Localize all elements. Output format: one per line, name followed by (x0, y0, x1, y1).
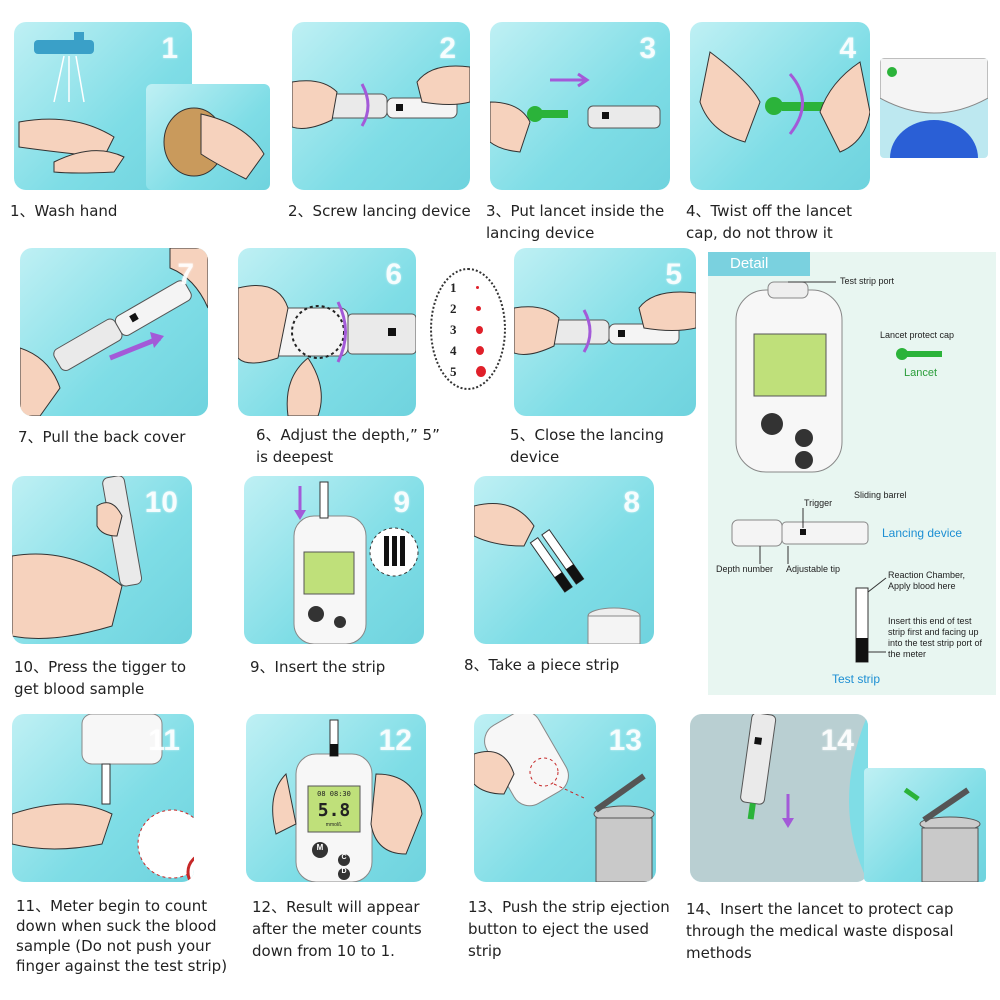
step-14-panel: 14 (690, 714, 868, 882)
step-11-panel: 11 (12, 714, 194, 882)
step-number: 12 (378, 724, 412, 757)
blood-drop-icon (476, 366, 486, 377)
step-number: 6 (385, 258, 402, 291)
meter-d-button[interactable]: D (341, 868, 347, 875)
step-6-panel: 6 (238, 248, 416, 416)
detail-box: Detail Test strip port Lancet protect ca… (708, 252, 996, 695)
step-4-panel: 4 (690, 22, 870, 190)
step-number: 2 (439, 32, 456, 65)
step-number: 5 (665, 258, 682, 291)
dispose-lancet-illustration (690, 714, 868, 882)
waste-bin-illustration (903, 787, 981, 882)
step-7-panel: 7 (20, 248, 208, 416)
blood-drop-icon (476, 326, 483, 334)
step-11-caption: 11、Meter begin to count down when suck t… (16, 897, 228, 975)
blood-drop-icon (476, 306, 481, 311)
meter-c-button[interactable]: C (341, 854, 347, 861)
insert-end-label: Insert this end of test strip first and … (888, 616, 983, 659)
step-number: 1 (161, 32, 178, 65)
depth-5: 5 (450, 364, 457, 379)
meter-m-button[interactable]: M (316, 843, 324, 852)
apply-blood-illustration (12, 714, 194, 882)
insert-strip-illustration (293, 481, 419, 644)
step-number: 9 (393, 486, 410, 519)
twist-lancet-cap-illustration (699, 51, 870, 153)
depth-1: 1 (450, 280, 457, 295)
depth-scale: 1 2 3 4 5 (430, 268, 506, 390)
step-3-panel: 3 (490, 22, 670, 190)
step-13-panel: 13 (474, 714, 656, 882)
step-4-detail-panel (880, 58, 988, 158)
eject-strip-illustration (474, 714, 655, 882)
step-1-dry-panel (146, 84, 270, 190)
press-trigger-illustration (12, 476, 143, 639)
step-number: 7 (177, 258, 194, 291)
adjustable-tip-label: Adjustable tip (786, 564, 841, 574)
detail-tab: Detail (708, 252, 810, 276)
step-5-caption: 5、Close the lancing device (510, 426, 664, 466)
meter-result-illustration (272, 719, 423, 882)
pull-back-cover-illustration (20, 248, 208, 416)
step-9-caption: 9、Insert the strip (250, 658, 386, 676)
lancet-protect-cap-label: Lancet protect cap (880, 330, 955, 340)
detail-illustration (731, 281, 942, 663)
lancet-label: Lancet (904, 367, 938, 379)
insert-lancet-illustration (490, 72, 661, 153)
step-10-caption: 10、Press the tigger to get blood sample (14, 658, 187, 698)
step-10-panel: 10 (12, 476, 192, 644)
step-number: 4 (839, 32, 856, 65)
step-6-caption: 6、Adjust the depth,” 5” is deepest (256, 426, 440, 466)
depth-4: 4 (450, 343, 457, 358)
step-12-panel: 08 08:30 5.8 mmol/L M C D 12 (246, 714, 426, 882)
step-number: 8 (623, 486, 640, 519)
step-1-caption: 1、Wash hand (10, 202, 118, 220)
step-2-caption: 2、Screw lancing device (288, 202, 471, 220)
step-number: 10 (144, 486, 178, 519)
screw-lancing-device-illustration (292, 65, 470, 129)
test-strip-label: Test strip (832, 672, 881, 686)
meter-unit: mmol/L (325, 822, 343, 828)
adjust-depth-illustration (238, 285, 416, 416)
sliding-barrel-label: Sliding barrel (854, 490, 907, 500)
step-8-caption: 8、Take a piece strip (464, 656, 620, 674)
step-14-caption: 14、Insert the lancet to protect cap thro… (686, 900, 954, 962)
step-4-caption: 4、Twist off the lancet cap, do not throw… (686, 202, 853, 242)
wash-hands-illustration (18, 32, 125, 174)
take-strip-illustration (474, 503, 641, 644)
depth-2: 2 (450, 301, 457, 316)
lancet-cap-detail-illustration (880, 58, 988, 158)
close-lancing-device-illustration (514, 291, 696, 355)
step-9-panel: 9 (244, 476, 424, 644)
lancing-device-label: Lancing device (882, 526, 963, 540)
step-number: 3 (639, 32, 656, 65)
step-14-bin-panel (864, 768, 986, 882)
depth-number-label: Depth number (716, 564, 774, 574)
step-8-panel: 8 (474, 476, 654, 644)
step-12-caption: 12、Result will appear after the meter co… (252, 898, 422, 960)
meter-time: 08 08:30 (317, 790, 351, 798)
step-5-panel: 5 (514, 248, 696, 416)
step-2-panel: 2 (292, 22, 470, 190)
step-7-caption: 7、Pull the back cover (18, 428, 186, 446)
test-strip-port-label: Test strip port (840, 276, 895, 286)
trigger-label: Trigger (804, 498, 833, 508)
depth-3: 3 (450, 322, 457, 337)
step-number: 14 (820, 724, 854, 757)
step-13-caption: 13、Push the strip ejection button to eje… (468, 898, 670, 960)
step-number: 11 (148, 724, 180, 757)
step-number: 13 (608, 724, 642, 757)
reaction-chamber-label: Reaction Chamber, Apply blood here (888, 570, 966, 591)
towel-drying-illustration (163, 107, 265, 180)
blood-drop-icon (476, 346, 484, 355)
step-3-caption: 3、Put lancet inside the lancing device (486, 202, 665, 242)
blood-drop-icon (476, 286, 479, 289)
meter-value: 5.8 (317, 800, 351, 821)
